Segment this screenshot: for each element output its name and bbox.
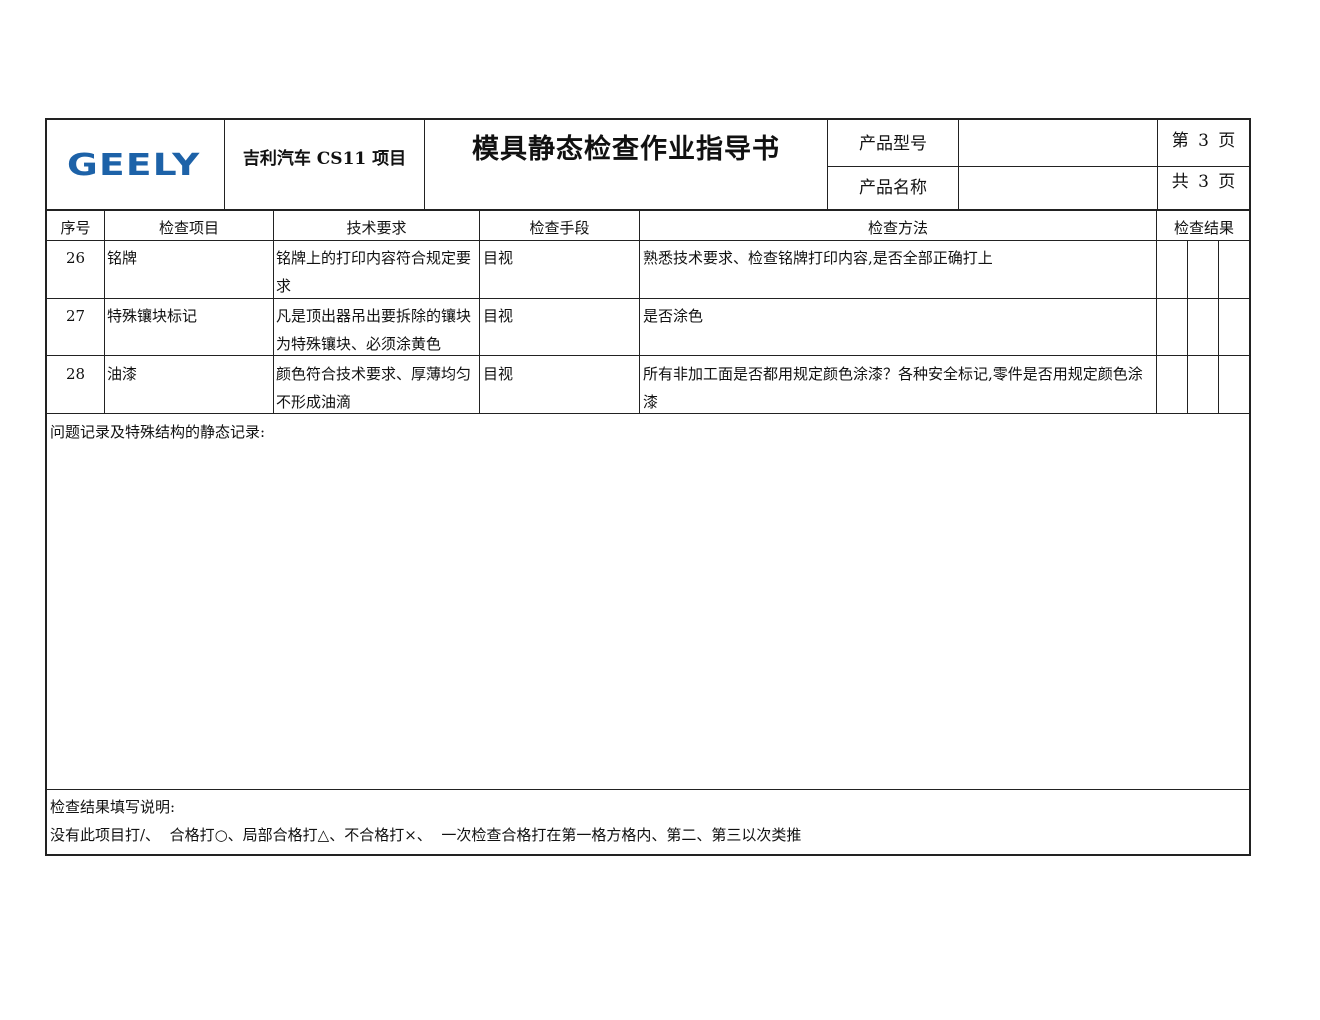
product-model-label: 产品型号: [859, 134, 927, 154]
row-number: 28: [65, 365, 86, 383]
project-name: 吉利汽车 CS11 项目: [242, 149, 407, 169]
result-box[interactable]: [1188, 299, 1218, 355]
result-box[interactable]: [1188, 241, 1218, 298]
row-requirement: 铭牌上的打印内容符合规定要求: [276, 249, 472, 295]
column-header-result: 检查结果: [1173, 219, 1234, 237]
divider: [424, 120, 425, 209]
divider: [479, 209, 480, 413]
legend-title: 检查结果填写说明:: [50, 798, 176, 816]
divider: [273, 209, 274, 413]
divider: [1156, 209, 1157, 413]
divider: [47, 209, 1251, 211]
row-means: 目视: [483, 365, 514, 383]
divider: [958, 120, 959, 209]
divider: [47, 413, 1251, 414]
result-box[interactable]: [1219, 299, 1251, 355]
column-header-requirement: 技术要求: [346, 219, 407, 237]
issues-notes-area[interactable]: [48, 446, 1250, 786]
divider: [1218, 240, 1219, 413]
divider: [639, 209, 640, 413]
row-number: 27: [65, 307, 86, 325]
issues-label: 问题记录及特殊结构的静态记录:: [50, 423, 266, 441]
divider: [1187, 240, 1188, 413]
row-requirement: 凡是顶出器吊出要拆除的镶块为特殊镶块、必须涂黄色: [276, 307, 472, 353]
product-name-label: 产品名称: [859, 178, 927, 198]
column-header-item: 检查项目: [158, 219, 219, 237]
divider: [47, 789, 1251, 790]
legend-text: 没有此项目打/、 合格打○、局部合格打△、不合格打×、 一次检查合格打在第一格方…: [50, 826, 802, 844]
divider: [47, 240, 1251, 241]
column-header-no: 序号: [60, 219, 91, 237]
row-means: 目视: [483, 249, 514, 267]
page-total: 共 3 页: [1171, 172, 1238, 192]
page-title: 模具静态检查作业指导书: [472, 134, 780, 165]
result-box[interactable]: [1157, 241, 1187, 298]
result-box[interactable]: [1188, 356, 1218, 413]
geely-logo: GEELY: [67, 148, 201, 183]
result-box[interactable]: [1219, 241, 1251, 298]
row-method: 是否涂色: [643, 307, 704, 325]
divider: [47, 355, 1251, 356]
row-item: 油漆: [107, 365, 138, 383]
row-item: 铭牌: [107, 249, 138, 267]
row-method: 所有非加工面是否都用规定颜色涂漆？各种安全标记,零件是否用规定颜色涂漆: [643, 365, 1143, 411]
result-box[interactable]: [1157, 299, 1187, 355]
row-method: 熟悉技术要求、检查铭牌打印内容,是否全部正确打上: [643, 249, 993, 267]
row-number: 26: [65, 249, 86, 267]
divider: [224, 120, 225, 209]
result-box[interactable]: [1157, 356, 1187, 413]
column-header-means: 检查手段: [529, 219, 590, 237]
row-means: 目视: [483, 307, 514, 325]
divider: [827, 120, 828, 209]
row-item: 特殊镶块标记: [107, 307, 198, 325]
row-requirement: 颜色符合技术要求、厚薄均匀不形成油滴: [276, 365, 472, 411]
column-header-method: 检查方法: [867, 219, 928, 237]
divider: [827, 166, 1251, 167]
divider: [1157, 120, 1158, 209]
divider: [104, 209, 105, 413]
result-box[interactable]: [1219, 356, 1251, 413]
page-current: 第 3 页: [1171, 131, 1238, 151]
divider: [47, 298, 1251, 299]
inspection-sheet: GEELY 吉利汽车 CS11 项目 模具静态检查作业指导书 产品型号 产品名称…: [45, 118, 1251, 856]
